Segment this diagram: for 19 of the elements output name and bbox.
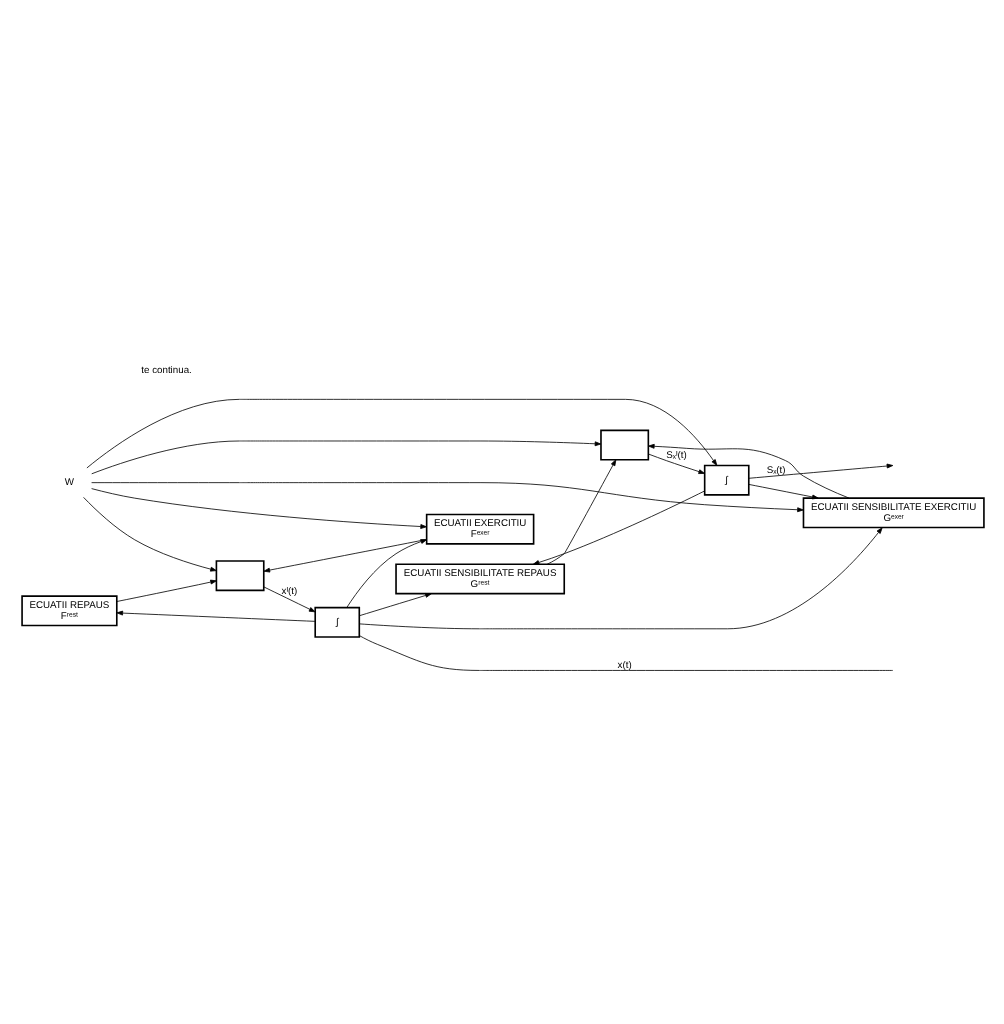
arrow	[90, 439, 601, 474]
arrow	[90, 487, 426, 528]
arrow	[747, 462, 893, 478]
arrow	[262, 585, 315, 612]
arrow	[747, 483, 818, 499]
arrow	[545, 458, 616, 564]
arrow	[85, 397, 717, 468]
arrow	[647, 452, 704, 473]
node-box	[214, 559, 264, 591]
connector	[357, 634, 893, 670]
arrow	[115, 578, 216, 601]
arrow	[357, 526, 882, 629]
arrow	[647, 442, 849, 498]
arrow	[531, 489, 704, 564]
arrow	[90, 481, 803, 512]
arrow	[358, 592, 431, 616]
node-box	[599, 428, 649, 460]
arrow	[115, 609, 315, 621]
arrow	[82, 495, 216, 571]
